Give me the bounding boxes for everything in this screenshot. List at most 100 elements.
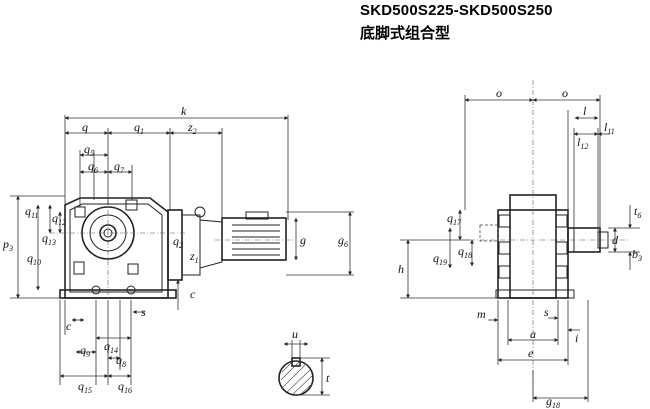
svg-text:q12: q12 bbox=[52, 211, 66, 227]
svg-text:l12: l12 bbox=[577, 135, 588, 151]
svg-text:q8: q8 bbox=[116, 353, 126, 369]
label-l11-sub: 11 bbox=[607, 127, 614, 136]
svg-text:p3: p3 bbox=[2, 237, 13, 253]
label-q7-sub: 7 bbox=[120, 166, 125, 175]
svg-text:g6: g6 bbox=[338, 233, 348, 249]
label-g18-sub: 18 bbox=[552, 401, 560, 409]
svg-text:q13: q13 bbox=[42, 231, 56, 247]
label-b3: b bbox=[632, 247, 638, 261]
label-z1-sub: 1 bbox=[195, 256, 199, 265]
drawing-title: SKD500S225-SKD500S250 bbox=[360, 2, 553, 19]
shaft-section bbox=[278, 340, 330, 396]
label-q6-sub: 6 bbox=[94, 166, 98, 175]
svg-text:q18: q18 bbox=[458, 244, 472, 260]
label-t6-sub: 6 bbox=[637, 211, 641, 220]
label-e: e bbox=[528, 346, 534, 360]
svg-text:l11: l11 bbox=[604, 120, 615, 136]
label-q12-sub: 12 bbox=[58, 218, 66, 227]
label-q5: q bbox=[84, 142, 90, 156]
label-t6: t bbox=[634, 204, 638, 218]
label-q9-sub: 9 bbox=[86, 350, 90, 359]
label-q17: q bbox=[447, 211, 453, 225]
label-g: g bbox=[300, 233, 306, 247]
label-q7: q bbox=[114, 159, 120, 173]
label-q15: q bbox=[78, 379, 84, 393]
front-dimensions bbox=[10, 115, 354, 385]
label-p3-sub: 3 bbox=[8, 244, 13, 253]
label-q15-sub: 15 bbox=[84, 386, 92, 395]
label-a: a bbox=[530, 327, 536, 341]
svg-text:q9: q9 bbox=[80, 343, 90, 359]
label-l12-sub: 12 bbox=[580, 142, 588, 151]
label-o-right: o bbox=[562, 86, 568, 100]
label-d: d bbox=[612, 233, 619, 247]
label-i: i bbox=[575, 331, 578, 345]
label-l12: l bbox=[577, 135, 581, 149]
label-k: k bbox=[181, 104, 187, 118]
svg-text:q14: q14 bbox=[104, 339, 118, 355]
label-q9: q bbox=[80, 343, 86, 357]
dimension-labels: k q q1 z2 q5 q6 q7 p3 q11 q12 q13 q10 q2… bbox=[2, 86, 642, 409]
label-g6-sub: 6 bbox=[344, 240, 348, 249]
label-s-side: s bbox=[544, 305, 549, 319]
svg-text:g18: g18 bbox=[546, 394, 560, 409]
svg-text:q5: q5 bbox=[84, 142, 94, 158]
label-q19: q bbox=[433, 251, 439, 265]
svg-text:b3: b3 bbox=[632, 247, 642, 263]
label-q16-sub: 16 bbox=[124, 386, 132, 395]
svg-text:q15: q15 bbox=[78, 379, 92, 395]
label-t: t bbox=[326, 371, 330, 385]
label-q18-sub: 18 bbox=[464, 251, 472, 260]
svg-text:q19: q19 bbox=[433, 251, 447, 267]
label-p3: p bbox=[2, 237, 9, 251]
svg-text:t6: t6 bbox=[634, 204, 641, 220]
label-q2: q bbox=[173, 234, 179, 248]
label-q14-sub: 14 bbox=[110, 346, 118, 355]
svg-text:z2: z2 bbox=[187, 120, 197, 136]
side-dimensions bbox=[400, 95, 640, 402]
svg-text:q2: q2 bbox=[173, 234, 183, 250]
label-g18: g bbox=[546, 394, 552, 408]
side-view bbox=[470, 80, 630, 400]
label-q1-sub: 1 bbox=[140, 127, 144, 136]
label-z2: z bbox=[187, 120, 193, 134]
svg-text:q11: q11 bbox=[25, 204, 38, 220]
label-q10-sub: 10 bbox=[33, 258, 41, 267]
svg-text:q17: q17 bbox=[447, 211, 462, 227]
svg-text:q16: q16 bbox=[118, 379, 132, 395]
label-m: m bbox=[477, 307, 486, 321]
label-q8-sub: 8 bbox=[122, 360, 126, 369]
label-q16: q bbox=[118, 379, 124, 393]
label-q14: q bbox=[104, 339, 110, 353]
label-q13: q bbox=[42, 231, 48, 245]
label-s: s bbox=[141, 305, 146, 319]
label-u: u bbox=[292, 327, 298, 341]
drawing-subtitle: 底脚式组合型 bbox=[360, 24, 451, 42]
svg-text:q6: q6 bbox=[88, 159, 98, 175]
label-q5-sub: 5 bbox=[90, 149, 94, 158]
label-q2-sub: 2 bbox=[179, 241, 183, 250]
label-q: q bbox=[82, 120, 88, 134]
label-q18: q bbox=[458, 244, 464, 258]
label-q19-sub: 19 bbox=[439, 258, 447, 267]
label-b3-sub: 3 bbox=[637, 254, 642, 263]
label-o-left: o bbox=[496, 86, 502, 100]
svg-text:q7: q7 bbox=[114, 159, 125, 175]
svg-text:q1: q1 bbox=[134, 120, 144, 136]
label-q11: q bbox=[25, 204, 31, 218]
label-q6: q bbox=[88, 159, 94, 173]
label-l: l bbox=[583, 104, 587, 118]
svg-text:z1: z1 bbox=[189, 249, 199, 265]
label-q1: q bbox=[134, 120, 140, 134]
label-q8: q bbox=[116, 353, 122, 367]
label-h: h bbox=[398, 262, 404, 276]
label-q12: q bbox=[52, 211, 58, 225]
label-z1: z bbox=[189, 249, 195, 263]
label-q11-sub: 11 bbox=[31, 211, 38, 220]
label-c-right: c bbox=[190, 287, 196, 301]
svg-text:q10: q10 bbox=[27, 251, 41, 267]
label-g6: g bbox=[338, 233, 344, 247]
label-q10: q bbox=[27, 251, 33, 265]
label-q17-sub: 17 bbox=[453, 218, 462, 227]
